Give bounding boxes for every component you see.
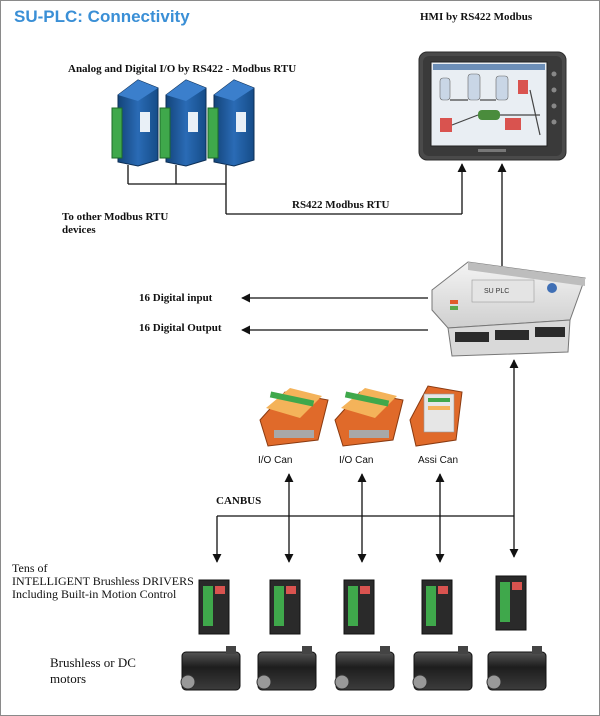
su-plc-device: SU PLC (431, 261, 586, 357)
canbus-label: CANBUS (216, 495, 262, 507)
driver-1 (198, 579, 230, 635)
drivers-label-line2: INTELLIGENT Brushless DRIVERS (12, 574, 194, 588)
io-module-1 (111, 79, 159, 167)
drivers-label-line3: Including Built-in Motion Control (12, 587, 177, 601)
rs422-wiring (127, 163, 507, 266)
hmi-panel-image (418, 51, 567, 161)
motors-label-line1: Brushless or DC (50, 655, 136, 670)
plc-face-label: SU PLC (484, 288, 509, 295)
can-module-3-label: Assi Can (418, 455, 459, 466)
digital-output-label: 16 Digital Output (139, 322, 222, 334)
can-module-1 (259, 388, 329, 447)
digital-io-arrows (241, 293, 428, 335)
motors-label-line2: motors (50, 671, 87, 686)
motor-3 (334, 646, 395, 691)
io-modules-label: Analog and Digital I/O by RS422 - Modbus… (68, 63, 297, 75)
diagram-title: SU-PLC: Connectivity (14, 7, 190, 26)
driver-4 (421, 579, 453, 635)
can-module-2-label: I/O Can (339, 455, 374, 466)
motor-5 (486, 646, 547, 691)
motor-2 (256, 646, 317, 691)
other-devices-label-line2: devices (62, 224, 96, 236)
io-module-2 (159, 79, 207, 167)
driver-5 (495, 575, 527, 631)
drivers-label-line1: Tens of (12, 561, 48, 575)
can-module-1-label: I/O Can (258, 455, 293, 466)
can-module-2 (334, 388, 404, 447)
motor-1 (180, 646, 241, 691)
io-module-3 (207, 79, 255, 167)
canbus-wiring (212, 359, 519, 563)
motor-4 (412, 646, 473, 691)
driver-3 (343, 579, 375, 635)
can-module-3 (409, 385, 463, 447)
digital-input-label: 16 Digital input (139, 292, 213, 304)
driver-2 (269, 579, 301, 635)
hmi-label: HMI by RS422 Modbus (420, 11, 533, 23)
rs422-bus-label: RS422 Modbus RTU (292, 199, 390, 211)
other-devices-label-line1: To other Modbus RTU (62, 211, 169, 223)
